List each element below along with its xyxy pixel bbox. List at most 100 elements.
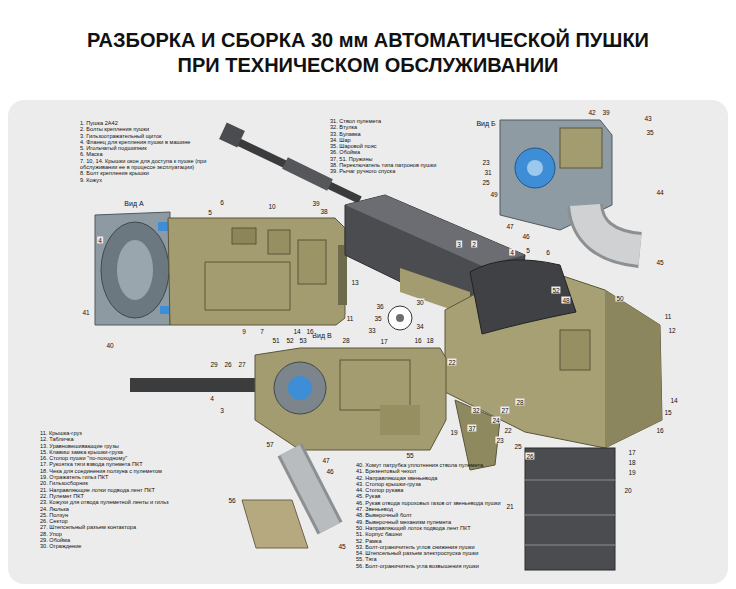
callout-number: 52 (551, 287, 560, 294)
parts-list-item: 2. Болты крепления пушки (80, 126, 212, 132)
callout-number: 11 (664, 313, 673, 320)
callout-number: 5 (525, 247, 531, 254)
callout-number: 42 (587, 109, 596, 116)
callout-number: 29 (209, 361, 218, 368)
parts-list-item: 31. Ствол пулемета (330, 118, 452, 124)
parts-list-item: 38. Переключатель типа патронов пушки (330, 162, 452, 168)
callout-number: 35 (645, 129, 654, 136)
callout-number: 12 (667, 327, 676, 334)
parts-list-item: 33. Булавка (330, 131, 452, 137)
parts-list-item: 18. Чека для соединения ползуна с пулеме… (40, 468, 216, 474)
callout-number: 7 (259, 328, 265, 335)
callout-number: 31 (483, 169, 492, 176)
casing (168, 218, 345, 325)
parts-list-item: 48. Выверочный болт (356, 512, 526, 518)
parts-list-item: 17. Рукоятка тяги взвода пулемета ПКТ (40, 461, 216, 467)
hose-highlight (585, 205, 640, 250)
callout-number: 47 (505, 223, 514, 230)
parts-list-item: 4. Фланец для крепления пушки в машине (80, 139, 212, 145)
callout-number: 16 (305, 328, 314, 335)
callout-number: 49 (489, 191, 498, 198)
callout-number: 6 (219, 199, 225, 206)
parts-list-item: 25. Ползун (40, 512, 216, 518)
parts-list-item: 44. Стопор рукава (356, 487, 526, 493)
callout-number: 25 (481, 179, 490, 186)
callout-number: 39 (601, 109, 610, 116)
callout-number: 9 (241, 328, 247, 335)
callout-number: 10 (267, 203, 276, 210)
parts-list-item: 28. Упор (40, 531, 216, 537)
callout-number: 56 (227, 497, 236, 504)
parts-list-item: 42. Направляющая звеньевода (356, 475, 526, 481)
parts-list-item: 47. Звеньевод (356, 506, 526, 512)
parts-list-item: 43. Стопор крышки-груза (356, 481, 526, 487)
callout-number: 23 (481, 159, 490, 166)
blue-part (527, 160, 543, 176)
parts-list-item: 13. Уравновешивающие грузы (40, 443, 216, 449)
parts-list-item: 49. Выверочный механизм пулемета (356, 519, 526, 525)
rib (525, 514, 615, 516)
callout-number: 19 (627, 469, 636, 476)
cover (268, 230, 290, 254)
callout-number: 14 (292, 328, 301, 335)
callout-number: 19 (449, 429, 458, 436)
blue-part (515, 148, 555, 188)
bearing-inner (117, 240, 153, 300)
parts-list-item: 53. Болт-ограничитель углов снижения пуш… (356, 544, 526, 550)
parts-list-item: 36. Обойма (330, 149, 452, 155)
panel (8, 100, 728, 584)
parts-list-item: 37, 51. Пружины (330, 156, 452, 162)
parts-list-item: 39. Рычаг ручного спуска (330, 168, 452, 174)
parts-list-item: 5. Игольчатый подшипник (80, 145, 212, 151)
callout-number: 15 (663, 409, 672, 416)
callout-number: 40 (105, 342, 114, 349)
parts-list-item: 16. Стопор пушки "по-походному" (40, 455, 216, 461)
callout-number: 52 (285, 337, 294, 344)
parts-list-item: 20. Гильзосборник (40, 480, 216, 486)
callout-number: 16 (413, 337, 422, 344)
parts-list-item: 45. Рукав (356, 493, 526, 499)
callout-number: 25 (513, 443, 522, 450)
parts-list-item: 54. Штепсельный разъем электроспуска пуш… (356, 550, 526, 556)
callout-number: 46 (521, 233, 530, 240)
parts-list-item: 22. Пулемет ПКТ (40, 493, 216, 499)
parts-list: 11. Крышка-груз12. Табличка13. Уравновеш… (40, 430, 216, 550)
parts-list-item: 50. Направляющий лоток подвода лент ПКТ (356, 525, 526, 531)
callout-number: 13 (350, 279, 359, 286)
callout-number: 41 (81, 309, 90, 316)
callout-number: 22 (503, 427, 512, 434)
callout-number: 51 (271, 337, 280, 344)
view-label: Вид А (123, 200, 144, 208)
gun-barrel (130, 378, 258, 392)
callout-number: 32 (471, 407, 480, 414)
callout-number: 27 (500, 407, 509, 414)
parts-list-item: 24. Люлька (40, 506, 216, 512)
cover (232, 228, 256, 244)
callout-number: 53 (298, 337, 307, 344)
callout-number: 28 (515, 399, 524, 406)
parts-list: 1. Пушка 2А422. Болты крепления пушки3. … (80, 120, 212, 183)
guide-tray (455, 400, 500, 470)
callout-number: 17 (379, 338, 388, 345)
rib (525, 544, 615, 546)
parts-list-item: 6. Маска (80, 151, 212, 157)
callout-number: 44 (655, 189, 664, 196)
callout-number: 34 (415, 323, 424, 330)
callout-number: 47 (321, 457, 330, 464)
parts-list-item: 7. 10, 14. Крышки окон для доступа к пуш… (80, 158, 212, 171)
poster-title: РАЗБОРКА И СБОРКА 30 мм АВТОМАТИЧЕСКОЙ П… (73, 28, 663, 78)
callout-number: 3 (456, 241, 462, 248)
callout-number: 4 (97, 237, 103, 244)
callout-number: 5 (207, 209, 213, 216)
callout-number: 26 (525, 453, 534, 460)
casing-collector (525, 448, 615, 570)
callout-number: 17 (627, 449, 636, 456)
callout-number: 20 (623, 487, 632, 494)
parts-list-item: 51. Корпус башни (356, 531, 526, 537)
callout-number: 50 (615, 295, 624, 302)
callout-number: 3 (219, 407, 225, 414)
detail-circle (388, 306, 412, 330)
callout-number: 36 (375, 303, 384, 310)
callout-number: 6 (545, 249, 551, 256)
